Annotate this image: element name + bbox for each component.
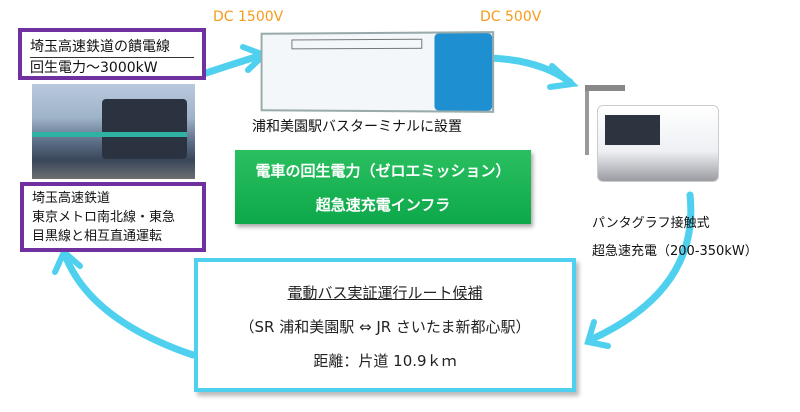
- arrowhead-bus: [547, 63, 579, 90]
- bus-windshield: [605, 115, 660, 145]
- route-title-row: 電動バス実証運行ルート候補: [198, 276, 572, 310]
- train-photo: [32, 84, 195, 179]
- arrow-route-to-train: [61, 251, 197, 359]
- charger-sign: [291, 38, 423, 50]
- regen-zero-emission-text: 電車の回生電力（ゼロエミッション）: [255, 162, 511, 180]
- regen-power-text: 回生電力～3000kW: [30, 60, 158, 76]
- charger-photo: [260, 31, 495, 113]
- ultra-fast-charging-text: 超急速充電インフラ: [315, 196, 451, 214]
- railway-name: 埼玉高速鉄道: [32, 191, 111, 206]
- feeder-info-box: 埼玉高速鉄道の饋電線 回生電力～3000kW: [18, 28, 206, 80]
- railway-through-1: 東京メトロ南北線・東急: [32, 210, 176, 225]
- charger-caption: 浦和美園駅バスターミナルに設置: [252, 119, 462, 135]
- infrastructure-box: 電車の回生電力（ゼロエミッション） 超急速充電インフラ: [235, 150, 531, 224]
- route-distance: 距離：片道 10.9ｋｍ: [313, 352, 457, 370]
- dc-1500v-label: DC 1500V: [213, 9, 284, 25]
- arrow-bus-to-route: [586, 191, 695, 344]
- railway-through-2: 目黒線と相互直通運転: [32, 229, 163, 244]
- train-stripe: [32, 132, 187, 137]
- pantograph-pole: [585, 85, 589, 155]
- pantograph-arm: [585, 85, 625, 91]
- route-candidate-box: 電動バス実証運行ルート候補 （SR 浦和美園駅 ⇔ JR さいたま新都心駅） 距…: [194, 258, 576, 392]
- route-title: 電動バス実証運行ルート候補: [287, 284, 483, 302]
- arrowhead-route: [584, 319, 611, 349]
- pantograph-contact-text: パンタグラフ接触式: [592, 216, 710, 231]
- feeder-title: 埼玉高速鉄道の饋電線: [30, 37, 194, 58]
- route-stations: （SR 浦和美園駅 ⇔ JR さいたま新都心駅）: [239, 318, 531, 336]
- dc-500v-label: DC 500V: [480, 9, 542, 25]
- train-front: [102, 99, 187, 159]
- charger-unit: [434, 33, 493, 111]
- railway-info-box: 埼玉高速鉄道 東京メトロ南北線・東急 目黒線と相互直通運転: [20, 182, 206, 252]
- arrowhead-train: [52, 247, 83, 275]
- bus-charging-info: パンタグラフ接触式 超急速充電（200-350kW）: [592, 210, 758, 266]
- charging-power-text: 超急速充電（200-350kW）: [592, 244, 758, 259]
- bus-photo: [575, 85, 725, 195]
